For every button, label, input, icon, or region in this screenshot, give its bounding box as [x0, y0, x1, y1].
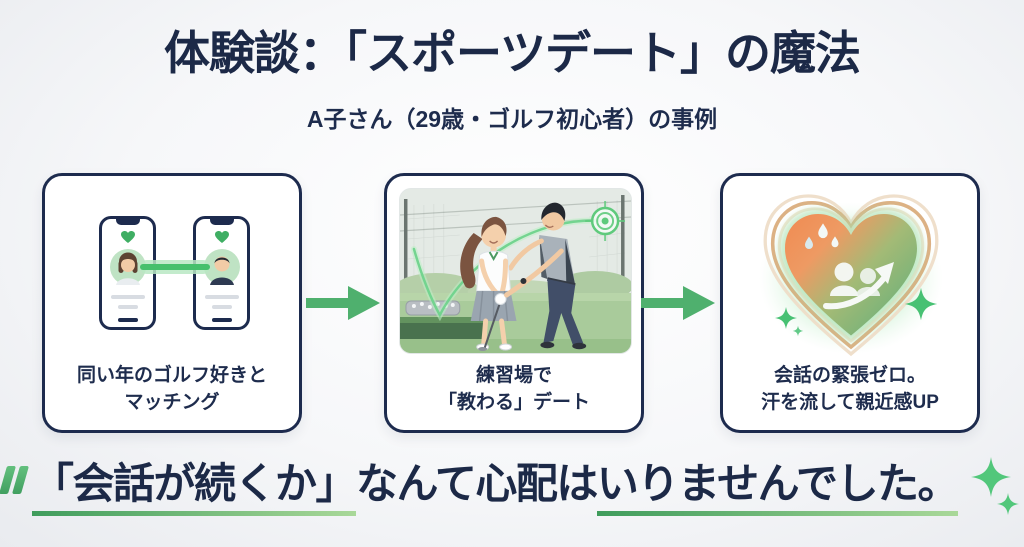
flow-arrow-icon: [641, 286, 715, 320]
heart-icon: [120, 231, 135, 243]
text-placeholder-line: [117, 305, 138, 309]
step-caption-line2: マッチング: [124, 392, 220, 413]
step-caption: 練習場で 「教わる」デート: [387, 362, 641, 416]
phone-home-bar: [211, 318, 232, 322]
step-caption-line1: 同い年のゴルフ好きと: [76, 365, 267, 386]
golf-lesson-illustration: [399, 188, 632, 354]
heart-icon: [214, 231, 229, 243]
flow-arrow-icon: [306, 286, 380, 320]
phone-home-bar: [117, 318, 138, 322]
sparkles-icon: [971, 457, 1020, 515]
quote-text: 「会話が続くか」なんて心配はいりませんでした。: [31, 459, 960, 516]
step-card-closeness: 会話の緊張ゼロ。 汗を流して親近感UP: [720, 173, 980, 433]
text-placeholder-line: [110, 295, 145, 299]
phone-notch: [209, 218, 234, 225]
step-caption: 同い年のゴルフ好きと マッチング: [45, 362, 299, 416]
heart-growth-icon: [746, 186, 956, 358]
match-connection-line: [140, 264, 210, 270]
text-placeholder-line: [204, 295, 239, 299]
testimonial-quote: 「会話が続くか」なんて心配はいりませんでした。: [0, 457, 1024, 521]
step-caption: 会話の緊張ゼロ。 汗を流して親近感UP: [723, 362, 977, 416]
step-caption-line2: 「教わる」デート: [437, 392, 590, 413]
step-card-matching: 同い年のゴルフ好きと マッチング: [42, 173, 302, 433]
page-title: 体験談：「スポーツデート」の魔法: [163, 27, 861, 79]
page-subtitle: A子さん（29歳・ゴルフ初心者）の事例: [306, 106, 718, 132]
step-card-lesson: 練習場で 「教わる」デート: [384, 173, 644, 433]
quote-part-underlined-1: 「会話が続くか」: [31, 460, 357, 516]
step-caption-line1: 練習場で: [475, 365, 552, 386]
step-caption-line2: 汗を流して親近感UP: [761, 392, 939, 413]
male-avatar-icon: [203, 249, 240, 285]
text-placeholder-line: [211, 305, 232, 309]
female-avatar-icon: [109, 249, 146, 285]
phone-notch: [115, 218, 140, 225]
quote-mark-icon: [0, 466, 29, 494]
quote-part-underlined-2: いりませんでした。: [596, 460, 960, 516]
step-caption-line1: 会話の緊張ゼロ。: [773, 365, 926, 386]
target-icon: [585, 201, 626, 241]
quote-part-plain: なんて心配は: [355, 460, 598, 507]
